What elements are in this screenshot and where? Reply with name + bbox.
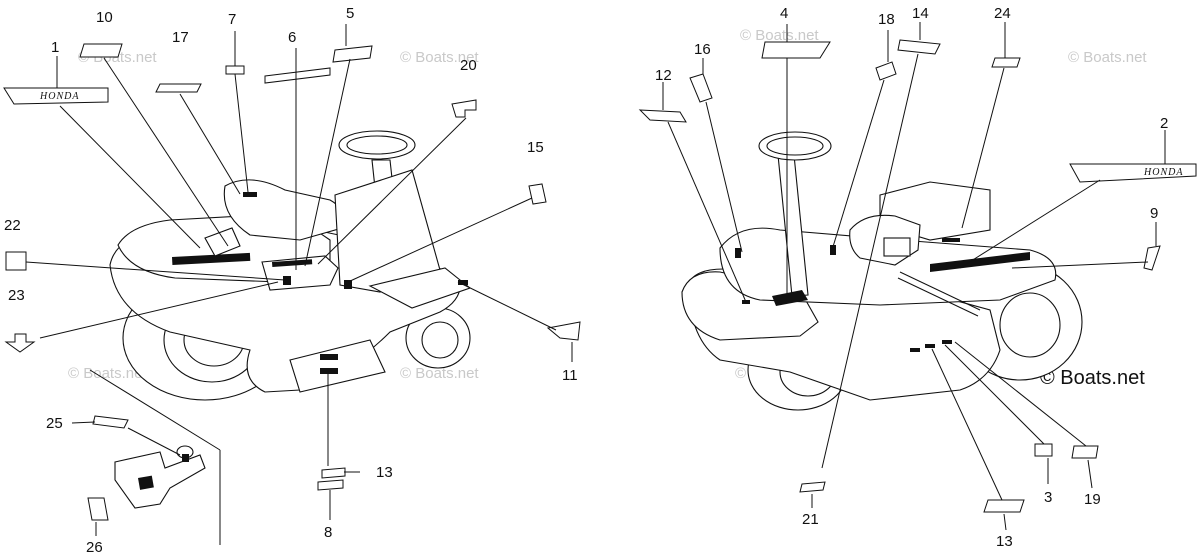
callout-18: 18 [878,11,895,28]
label-26 [87,497,109,521]
label-24 [991,57,1021,68]
copyright-watermark: © Boats.net [1040,367,1145,389]
watermark-text: © Boats.net [740,27,819,44]
callout-6: 6 [288,29,296,46]
callout-11: 11 [562,367,578,384]
label-21 [799,481,826,493]
label-17 [155,83,202,93]
label-22 [5,251,27,271]
left-labels: HONDA [3,43,581,491]
label-9 [1143,245,1161,271]
label-12 [638,109,687,123]
left-mower-illustration [109,130,472,401]
inset-handle-part [71,415,206,536]
callout-3: 3 [1044,489,1052,506]
callout-14: 14 [912,5,929,22]
callout-13-a: 13 [376,464,393,481]
label-6 [264,67,331,84]
callout-15: 15 [527,139,544,156]
right-labels: HONDA [638,39,1197,513]
label-20 [451,99,477,118]
right-leader-lines [662,22,1166,531]
label-25 [92,415,129,429]
watermark-text: © Boats.net [400,365,479,382]
callout-24: 24 [994,5,1011,22]
callout-10: 10 [96,9,113,26]
label-23-arrow [4,333,36,353]
watermark-text: © Boats.net [400,49,479,66]
label-5 [332,45,373,63]
callout-4: 4 [780,5,788,22]
label-13-b [983,499,1025,513]
label-7 [225,65,245,75]
callout-7: 7 [228,11,236,28]
label-13-a [321,467,346,479]
label-8 [317,479,344,491]
honda-brand-text: HONDA [39,91,79,102]
callout-26: 26 [86,539,103,556]
label-3 [1034,443,1053,457]
honda-stripe-decal-1 [3,87,109,105]
label-14 [897,39,941,55]
honda-brand-text: HONDA [1143,167,1183,178]
callout-12: 12 [655,67,672,84]
callout-8: 8 [324,524,332,541]
callout-21: 21 [802,511,819,528]
label-16 [689,73,713,103]
callout-25: 25 [46,415,63,432]
watermark-text: © Boats.net [1068,49,1147,66]
callout-17: 17 [172,29,189,46]
callout-23: 23 [8,287,25,304]
callout-20: 20 [460,57,477,74]
left-leader-lines [25,24,573,545]
right-mower-illustration [681,131,1083,411]
label-15 [528,183,547,205]
callout-numbers: 1 10 17 7 6 5 20 15 22 23 11 13 8 25 26 … [4,5,1168,556]
label-18 [875,61,897,81]
label-19 [1071,445,1099,459]
callout-5: 5 [346,5,354,22]
callout-22: 22 [4,217,21,234]
label-10 [79,43,123,58]
honda-stripe-decal-2 [1069,163,1197,183]
label-11 [546,321,581,341]
callout-1: 1 [51,39,59,56]
callout-2: 2 [1160,115,1168,132]
label-4 [761,41,831,59]
callout-16: 16 [694,41,711,58]
callout-13-b: 13 [996,533,1013,550]
callout-19: 19 [1084,491,1101,508]
callout-9: 9 [1150,205,1158,222]
watermark-text: © Boats.net [68,365,147,382]
